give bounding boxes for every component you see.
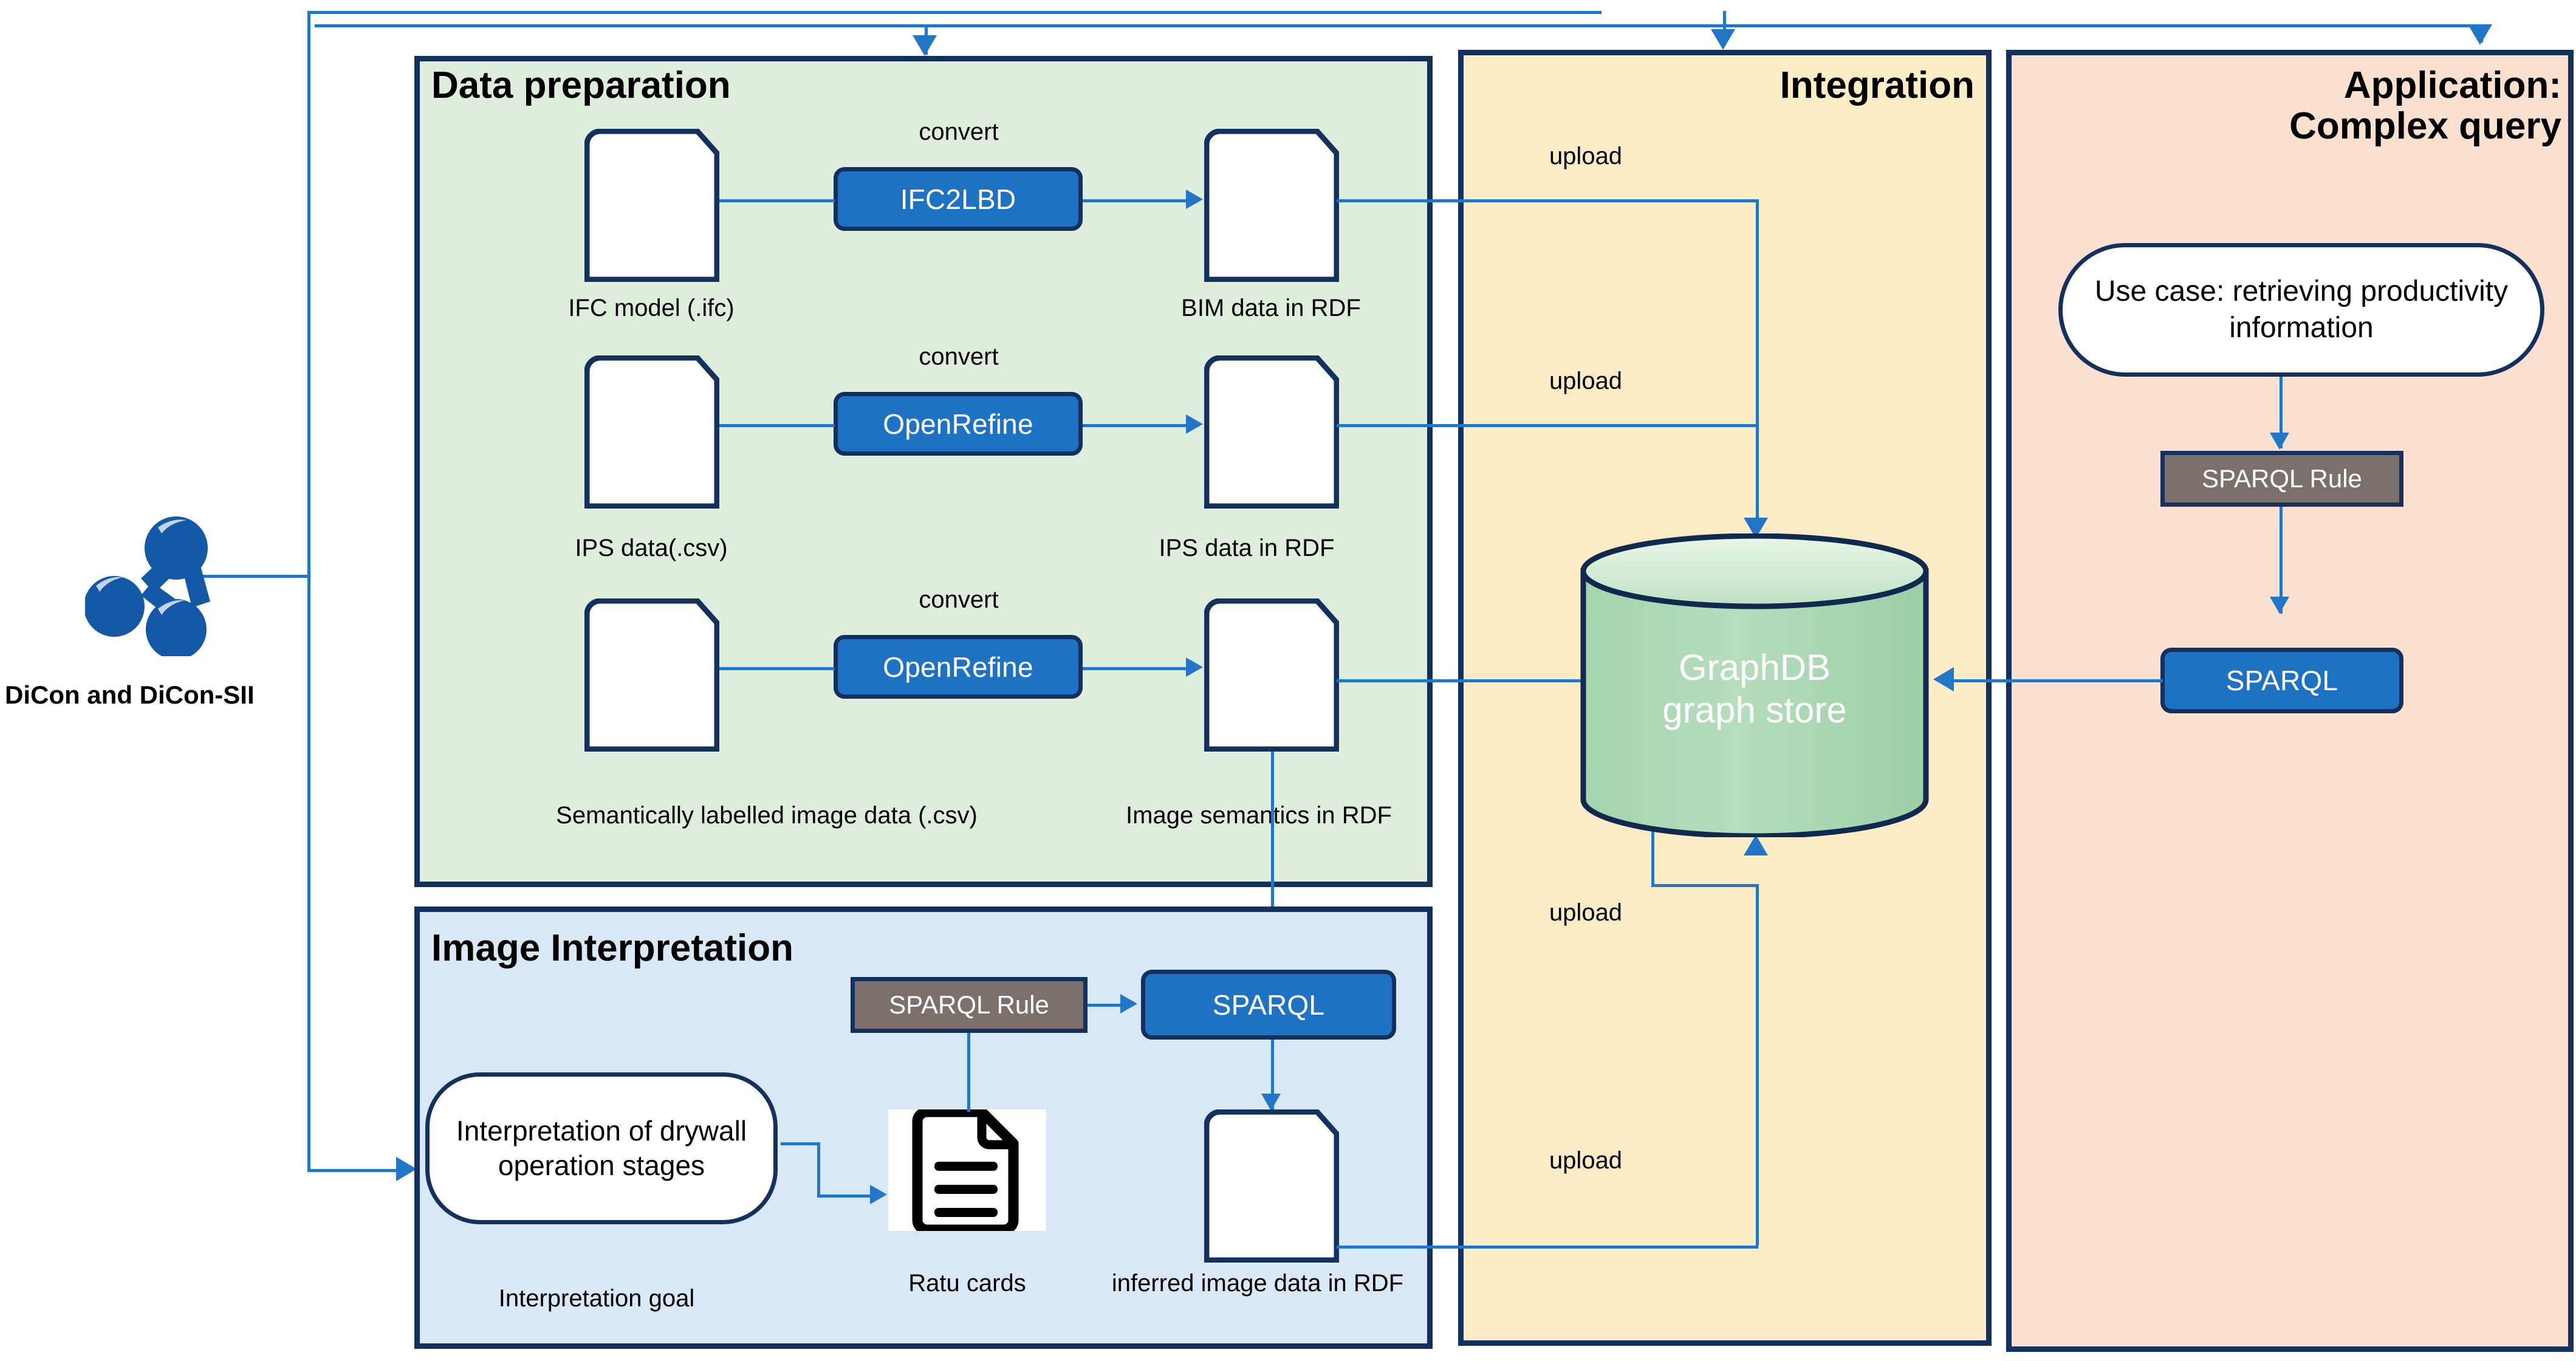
panel-title-data-preparation: Data preparation: [431, 64, 731, 106]
link-tool-to-ipsrdf: [1083, 424, 1198, 427]
caption-inferred-image-rdf: inferred image data in RDF: [1111, 1270, 1404, 1297]
doc-labelled-image-csv: [584, 598, 719, 752]
doc-ifc-model: [584, 129, 719, 282]
doc-image-semantics-rdf: [1204, 598, 1339, 752]
link-rule-to-query-arrow: [2270, 597, 2289, 614]
upload-label-3: upload: [1549, 899, 1623, 926]
doc-ips-rdf: [1204, 355, 1339, 509]
tool-ifc2lbd-label: IFC2LBD: [900, 183, 1016, 215]
upload-label-1: upload: [1549, 143, 1623, 170]
panel-title-image-interpretation: Image Interpretation: [431, 927, 793, 969]
caption-image-semantics-rdf: Image semantics in RDF: [1126, 802, 1392, 829]
upload-label-4: upload: [1549, 1147, 1623, 1174]
link-imgrdf-to-sparql-vertical: [1271, 752, 1274, 992]
logo-to-interpretation-arrow: [396, 1157, 417, 1181]
sparql-interpretation-label: SPARQL: [1212, 989, 1325, 1021]
upload-route-4-v: [1756, 884, 1759, 1246]
edge-label-convert-1: convert: [919, 118, 999, 145]
link-tool-to-imgrdf: [1083, 667, 1198, 670]
logo-left-vertical: [307, 11, 310, 576]
use-case-shape: Use case: retrieving productivity inform…: [2058, 243, 2544, 377]
tool-ifc2lbd[interactable]: IFC2LBD: [834, 167, 1083, 231]
link-sparql-to-inferred-vertical: [1271, 1040, 1274, 1109]
logo-top-route-line-a: [307, 11, 1601, 14]
link-rule-to-sparql-h: [1088, 1004, 1124, 1007]
tool-openrefine-2[interactable]: OpenRefine: [834, 635, 1083, 699]
link-tool-to-imgrdf-arrow: [1186, 657, 1203, 677]
link-tool-to-bim: [1083, 199, 1198, 202]
link-imgcsv-to-tool: [719, 667, 835, 670]
link-ips-to-tool: [719, 424, 835, 427]
link-goal-out-h1: [781, 1142, 817, 1145]
caption-ifc-model: IFC model (.ifc): [568, 295, 735, 321]
link-ifc-to-tool: [719, 199, 835, 202]
tool-openrefine-1-label: OpenRefine: [883, 408, 1033, 440]
link-usecase-to-rule-arrow: [2270, 433, 2289, 450]
link-usecase-to-rule-vertical: [2280, 377, 2283, 448]
caption-ratu-cards: Ratu cards: [908, 1270, 1026, 1297]
caption-labelled-image-csv: Semantically labelled image data (.csv): [556, 802, 978, 829]
link-goal-out-v: [817, 1142, 820, 1196]
use-case-text: Use case: retrieving productivity inform…: [2094, 275, 2509, 344]
sparql-rule-interpretation[interactable]: SPARQL Rule: [851, 977, 1088, 1033]
drop-application-arrow: [2468, 24, 2492, 45]
link-tool-to-ipsrdf-arrow: [1186, 414, 1203, 434]
graphdb-graph-store: GraphDB graph store: [1578, 533, 1931, 839]
upload-route-1-v: [1756, 199, 1759, 532]
upload-route-bottom-arrow: [1744, 835, 1768, 855]
logo-caption: DiCon and DiCon-SII: [5, 680, 255, 709]
logo-top-route-line-b: [315, 24, 2480, 27]
upload-route-3-h1: [1337, 679, 1654, 682]
graphdb-graph-store-label: GraphDB graph store: [1662, 646, 1847, 730]
logo-to-interpretation-vertical: [307, 575, 310, 1170]
upload-route-4-h: [1337, 1246, 1758, 1249]
edge-label-convert-3: convert: [919, 586, 999, 613]
doc-inferred-image-rdf: [1204, 1109, 1339, 1263]
link-ratu-to-rule-vertical: [967, 1033, 970, 1112]
upload-label-2: upload: [1549, 368, 1623, 394]
panel-title-application: Application: Complex query: [2289, 64, 2561, 147]
link-goal-to-ratu-arrow: [870, 1185, 887, 1204]
link-rule-to-query-vertical: [2280, 507, 2283, 614]
interpretation-goal-shape: Interpretation of drywall operation stag…: [425, 1072, 778, 1224]
panel-title-integration: Integration: [1780, 64, 1975, 106]
ratu-cards-icon: [888, 1106, 1046, 1235]
caption-bim-rdf: BIM data in RDF: [1181, 295, 1361, 321]
sparql-rule-application-label: SPARQL Rule: [2202, 464, 2362, 493]
edge-label-convert-2: convert: [919, 343, 999, 370]
link-goal-out-h2: [817, 1195, 877, 1198]
link-sparql-to-graphdb-arrow: [1933, 667, 1954, 691]
link-sparql-to-inferred-arrow: [1261, 1094, 1281, 1111]
link-sparql-to-graphdb-h: [1954, 679, 2163, 682]
caption-ips-csv: IPS data(.csv): [575, 535, 728, 561]
logo-to-route-stub: [146, 575, 310, 578]
doc-ips-csv: [584, 355, 719, 509]
caption-ips-rdf: IPS data in RDF: [1159, 535, 1335, 561]
interpretation-goal-text: Interpretation of drywall operation stag…: [456, 1114, 747, 1182]
tool-openrefine-2-label: OpenRefine: [883, 651, 1033, 683]
upload-route-1-h: [1337, 199, 1758, 202]
upload-route-3-h2: [1651, 884, 1758, 887]
drop-integration-arrow: [1711, 29, 1735, 50]
doc-bim-rdf: [1204, 129, 1339, 282]
link-tool-to-bim-arrow: [1186, 190, 1203, 209]
sparql-rule-interpretation-label: SPARQL Rule: [889, 990, 1049, 1019]
tool-openrefine-1[interactable]: OpenRefine: [834, 392, 1083, 456]
caption-interpretation-goal: Interpretation goal: [498, 1285, 695, 1312]
sparql-interpretation[interactable]: SPARQL: [1141, 970, 1396, 1040]
upload-route-2-h: [1337, 424, 1758, 427]
drop-integration-vertical: [1723, 11, 1726, 40]
dicon-molecule-logo: [83, 510, 243, 660]
sparql-rule-application[interactable]: SPARQL Rule: [2160, 451, 2403, 507]
sparql-application[interactable]: SPARQL: [2160, 648, 2403, 713]
link-rule-to-sparql-arrow: [1120, 994, 1137, 1013]
logo-to-interpretation-h: [307, 1169, 399, 1172]
drop-dataprep-arrow: [913, 35, 937, 56]
sparql-application-label: SPARQL: [2225, 665, 2338, 696]
